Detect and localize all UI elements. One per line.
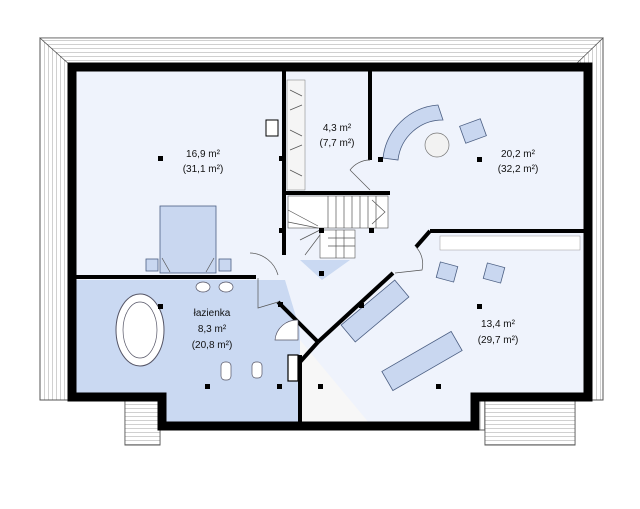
doors	[249, 159, 423, 309]
outer-wall	[67, 62, 593, 431]
washing-machine-icon	[265, 119, 279, 137]
bathroom-floor	[75, 280, 300, 424]
room-label-wardrobe: 4,3 m² (7,7 m²)	[320, 123, 355, 149]
room-total-area: (7,7 m²)	[320, 138, 355, 149]
corridor-floor	[300, 340, 370, 424]
bed-double	[145, 205, 232, 274]
room-total-area: (31,1 m²)	[183, 164, 224, 175]
room-total-area: (29,7 m²)	[478, 335, 519, 346]
room-total-area: (32,2 m²)	[498, 164, 539, 175]
room-area: 20,2 m²	[501, 149, 536, 160]
desk-and-beds	[340, 235, 581, 392]
stair-landing	[300, 260, 350, 280]
room-area: 16,9 m²	[186, 149, 221, 160]
room-area: 8,3 m²	[198, 324, 227, 335]
room-label-right-top: 20,2 m² (32,2 m²)	[498, 149, 539, 175]
room-name: łazienka	[194, 308, 231, 319]
sofa-and-chairs	[382, 104, 487, 161]
room-label-bedroom-left: 16,9 m² (31,1 m²)	[183, 149, 224, 175]
staircase	[287, 195, 389, 259]
room-total-area: (20,8 m²)	[192, 340, 233, 351]
bathroom-fixtures	[115, 281, 299, 382]
room-label-right-bottom: 13,4 m² (29,7 m²)	[478, 319, 519, 346]
room-label-bathroom: łazienka 8,3 m² (20,8 m²)	[192, 308, 233, 351]
room-area: 13,4 m²	[481, 319, 516, 330]
room-area: 4,3 m²	[323, 123, 352, 134]
wardrobe	[265, 79, 306, 191]
marker-dots	[158, 156, 482, 389]
